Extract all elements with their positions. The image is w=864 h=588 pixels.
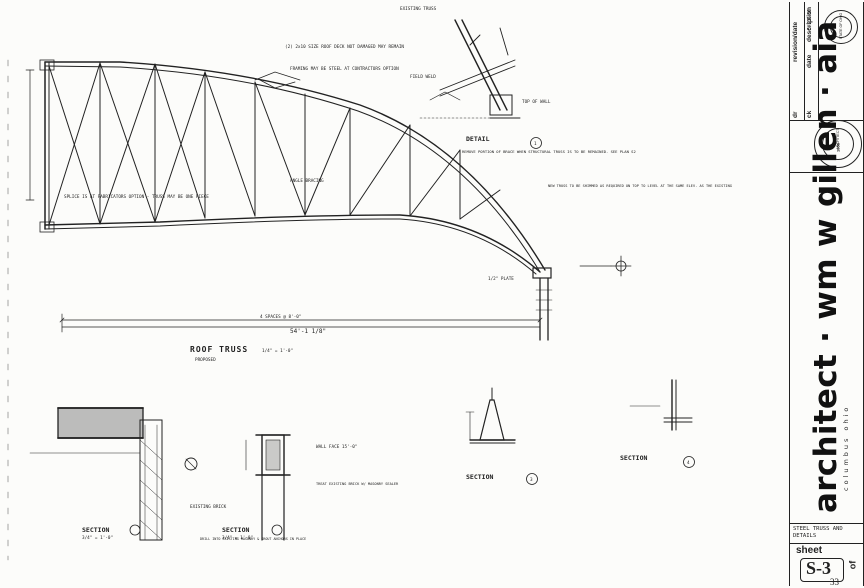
section-a-drawing [29, 407, 198, 541]
note-new-truss: NEW TRUSS TO BE SHIMMED AS REQUIRED ON T… [548, 184, 732, 188]
section-3-title: SECTION [466, 473, 493, 481]
roof-truss-elevation [39, 59, 553, 341]
main-scale: 1/4" = 1'-0" [262, 348, 293, 354]
architect-seal-large: ARCHITECT 1958 [814, 120, 862, 168]
section-b-drawing [245, 434, 291, 541]
note-splice: SPLICE IS AT FABRICATORS OPTION - TRUSS … [64, 194, 209, 200]
note-bracket: (2) 2x10 SIZE ROOF DECK NOT DAMAGED MAY … [285, 44, 404, 50]
section-4-number: 4 [687, 460, 690, 466]
section-3-marker [526, 473, 538, 485]
span-dimension-value: 54'-1 1/8" [290, 328, 326, 335]
note-framing: FRAMING MAY BE STEEL AT CONTRACTORS OPTI… [290, 66, 399, 72]
sheet-box: sheet S-3 of 33 [790, 543, 863, 587]
detail-1-title: DETAIL [466, 135, 490, 143]
sheet-number: S-3 [806, 558, 832, 578]
sheet-subject: STEEL TRUSS AND DETAILS [793, 526, 843, 539]
revision-table: dr ck revision/date description date 5-2… [790, 2, 863, 121]
architect-city: columbus ohio [842, 404, 850, 491]
sheet-of-label: of [847, 560, 858, 570]
sheet-label: sheet [796, 545, 823, 556]
architect-panel: architect · wm w gillen · aia columbus o… [790, 20, 863, 524]
note-existing-truss: EXISTING TRUSS [400, 6, 437, 12]
architect-name: architect · wm w gillen · aia [808, 20, 844, 513]
detail-1-note: REMOVE PORTION OF BRACE WHEN STRUCTURAL … [462, 149, 636, 154]
main-title: ROOF TRUSS [190, 345, 248, 354]
section-b-title: SECTION [222, 526, 249, 534]
section-4-drawing [629, 379, 693, 431]
note-plate: 1/2" PLATE [488, 276, 514, 282]
main-note: PROPOSED [195, 357, 216, 363]
note-treat: TREAT EXISTING BRICK W/ MASONRY SEALER [316, 482, 399, 486]
title-block: dr ck revision/date description date 5-2… [789, 2, 864, 587]
section-a-marker [129, 524, 141, 536]
detail-1-drawing [419, 19, 521, 119]
section-a-scale: 3/4" = 1'-0" [82, 535, 113, 541]
note-top-of-wall: TOP OF WALL [522, 99, 551, 105]
note-wall-face: WALL FACE 15'-0" [316, 444, 357, 450]
sheet-total: 33 [830, 577, 839, 587]
section-b-scale: 3/4" = 1'-0" [222, 535, 253, 541]
section-4-title: SECTION [620, 454, 647, 462]
span-dimension-sub: 4 SPACES @ 8'-0" [260, 314, 301, 320]
span-dimension [25, 69, 543, 333]
section-3-number: 3 [530, 477, 533, 483]
section-4-marker [683, 456, 695, 468]
architect-seal: STATE OF OHIO [824, 10, 858, 44]
reference-marker [579, 255, 632, 277]
detail-1-marker [530, 137, 542, 149]
rev-col-dr: dr [792, 111, 799, 119]
detail-1-number: 1 [534, 141, 537, 147]
section-a-title: SECTION [82, 526, 109, 534]
rev-col-revision-date: revision/date [792, 21, 799, 62]
section-3-drawing [465, 387, 516, 444]
note-angle-bracing: ANGLE BRACING [290, 178, 324, 184]
note-existing-brick: EXISTING BRICK [190, 504, 227, 510]
section-b-marker [271, 524, 283, 536]
note-grout: DRILL INTO EXISTING MASONRY & GROUT ANCH… [200, 537, 306, 541]
note-field-weld: FIELD WELD [410, 74, 436, 80]
